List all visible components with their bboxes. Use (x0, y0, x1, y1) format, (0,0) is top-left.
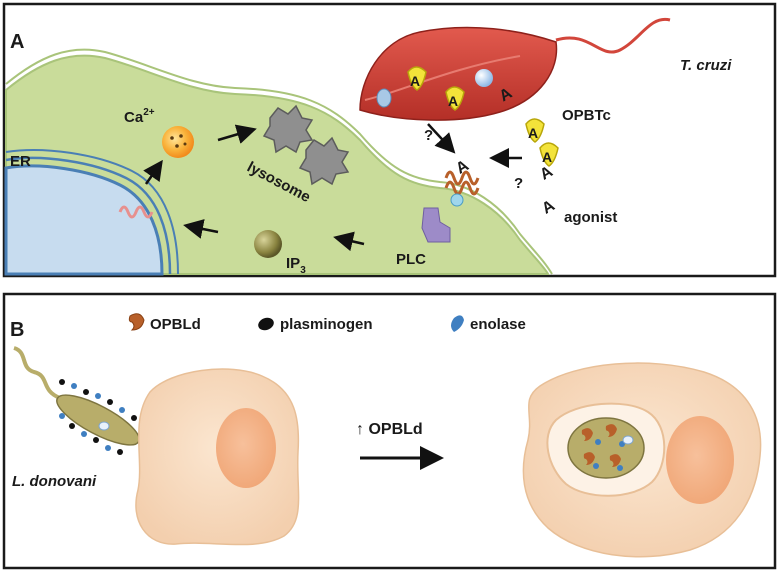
plc-label: PLC (396, 251, 426, 268)
opbtc-label: OPBTc (562, 107, 611, 124)
legend-label-opbld: OPBLd (150, 316, 201, 333)
question-mark-label: ? (514, 175, 523, 192)
panel-a-letter: A (10, 31, 24, 53)
arrow-plc-to-ip3 (333, 231, 365, 252)
organelle-icon (98, 421, 110, 431)
t-cruzi-flagellum (555, 17, 671, 54)
lysosome-icon (298, 136, 350, 186)
panel-b: B OPBLd plasminogen enolase L. donovani (2, 292, 777, 570)
legend-label-enolase: enolase (470, 316, 526, 333)
nucleus-icon (475, 69, 493, 87)
host-nucleus-right (666, 416, 734, 504)
er-membrane-line-outer (5, 149, 179, 275)
svg-text:A: A (528, 125, 538, 141)
svg-text:A: A (448, 93, 458, 109)
host-nucleus-left (216, 408, 276, 488)
calcium-superscript: 2+ (143, 107, 155, 118)
agonist-label: agonist (564, 209, 617, 226)
plasminogen-icon (258, 317, 274, 331)
receptor-icon (444, 170, 480, 186)
transition-label: ↑ OPBLd (356, 421, 423, 438)
question-mark-label: ? (424, 127, 433, 144)
parasite-label: T. cruzi (680, 57, 732, 74)
opbtc-enzyme-icon: A (445, 86, 465, 111)
opbld-icon (128, 313, 145, 331)
ip3-label: IP3 (286, 255, 306, 276)
ip3-icon (254, 230, 282, 258)
receptor-coil-icon (444, 180, 480, 196)
er-membrane-line (5, 156, 172, 275)
opbtc-enzyme-icon: A (525, 118, 545, 143)
arrow-er-to-ca (143, 159, 163, 185)
l-donovani-flagellum (13, 346, 61, 400)
enolase-icon (451, 315, 464, 332)
calcium-label: Ca2+ (124, 107, 155, 126)
arrow-ip3-to-er (183, 219, 219, 239)
opbtc-enzyme-icon: A (407, 66, 427, 91)
g-protein-icon (450, 193, 464, 207)
arrow-parasite-to-receptor (427, 123, 456, 154)
opbld-cluster (581, 424, 634, 471)
calcium-icon (162, 126, 194, 158)
panel-a: A A A A A A A A A ER Ca2+ lysosome IP3 (2, 2, 777, 278)
svg-text:A: A (542, 149, 552, 165)
organelle-icon (376, 88, 392, 108)
surface-proteins (59, 379, 137, 455)
svg-text:A: A (410, 73, 420, 89)
plc-icon (421, 207, 451, 243)
er-nucleus (4, 164, 164, 276)
arrow-ca-to-lysosome (217, 124, 257, 144)
ip3-receptor-icon (118, 205, 154, 219)
er-label: ER (10, 153, 31, 170)
l-donovani-label: L. donovani (12, 473, 97, 490)
host-membrane-line (5, 48, 553, 275)
legend-label-plasminogen: plasminogen (280, 316, 373, 333)
opbtc-enzyme-icon: A (539, 142, 559, 167)
t-cruzi-body (359, 26, 558, 121)
lysosome-icon (262, 104, 314, 154)
panel-b-letter: B (10, 319, 24, 341)
ip3-subscript: 3 (300, 265, 306, 276)
